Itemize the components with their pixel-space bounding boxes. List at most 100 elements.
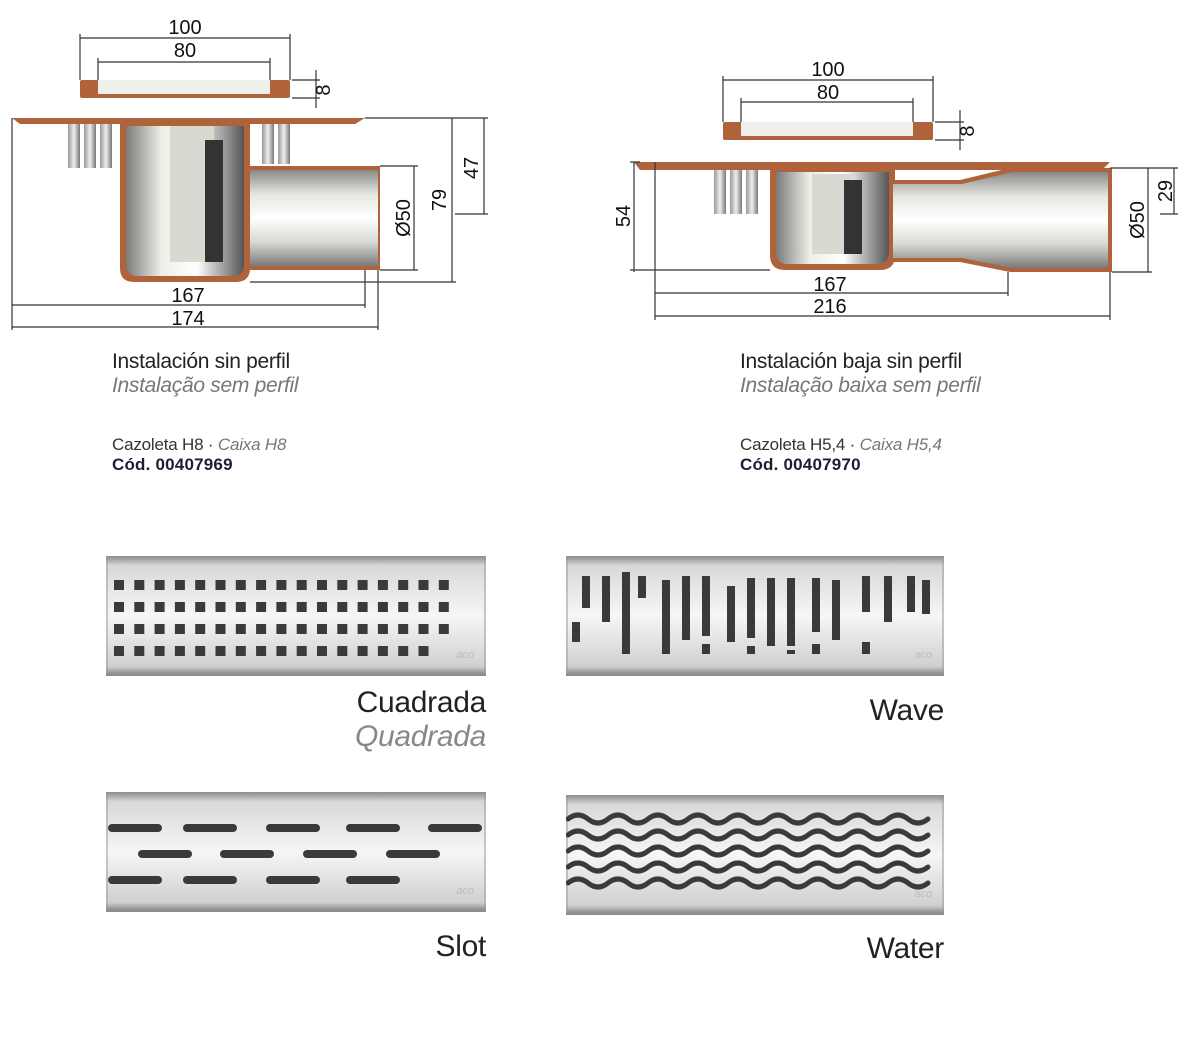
grate-hole — [235, 580, 246, 590]
grate-bar — [662, 628, 670, 654]
product-code: Cód. 00407970 — [740, 455, 861, 474]
grate-slot — [386, 850, 440, 858]
grate-hole — [357, 602, 368, 612]
grate-hole — [114, 646, 124, 656]
grate-hole — [256, 580, 267, 590]
grate-hole — [337, 646, 348, 656]
grate-slot — [138, 850, 192, 858]
grate-wave-line — [566, 876, 931, 890]
grate-bar — [832, 580, 840, 640]
grate-bar — [907, 576, 915, 612]
dim-top-inner: 80 — [174, 40, 196, 62]
grate-hole — [174, 602, 185, 612]
grate-hole — [134, 580, 145, 590]
grate-hole — [296, 602, 307, 612]
grate-hole — [195, 646, 206, 656]
grate-hole — [377, 646, 388, 656]
grate-slot — [346, 876, 400, 884]
grate-slot — [183, 824, 237, 832]
grate-name-es: Water — [866, 932, 945, 965]
grate-bar — [622, 634, 630, 654]
grate-wave-line — [566, 812, 931, 826]
dim-length-inner: 167 — [813, 274, 846, 296]
drain-h54-caption: Instalación baja sin perfil Instalação b… — [740, 350, 981, 398]
grate-hole — [174, 646, 185, 656]
grate-hole — [134, 624, 145, 634]
installation-title-pt: Instalação sem perfil — [112, 374, 299, 397]
dim-top-inner: 80 — [817, 82, 839, 104]
grate-bar — [682, 576, 690, 640]
separator: · — [845, 435, 860, 454]
grate-name-pt: Quadrada — [354, 720, 486, 753]
grate-hole — [215, 580, 226, 590]
grate-hole — [276, 624, 287, 634]
installation-title-pt: Instalação baixa sem perfil — [740, 374, 981, 397]
grate-hole — [377, 580, 388, 590]
dim-depth-left: 54 — [613, 205, 635, 227]
grate-hole — [195, 602, 206, 612]
product-name-pt: Caixa H5,4 — [859, 435, 942, 454]
grate-hole — [438, 624, 449, 634]
grate-hole — [195, 624, 206, 634]
grate-hole — [114, 624, 124, 634]
dim-length-total: 216 — [813, 296, 846, 318]
grate-cuadrada-label: Cuadrada Quadrada — [286, 686, 486, 754]
grate-hole — [114, 602, 124, 612]
product-name: Cazoleta H5,4 · Caixa H5,4 — [740, 435, 942, 455]
drain-h8-technical-drawing: 100 80 8 47 79 Ø50 167 174 — [11, 17, 488, 330]
grate-slot — [266, 824, 320, 832]
dim-grate-height: 8 — [957, 125, 979, 136]
grate-bar — [702, 644, 710, 654]
grate-bar — [702, 576, 710, 636]
grate-cuadrada-image: aco — [106, 556, 486, 676]
grate-hole — [154, 602, 165, 612]
product-name-pt: Caixa H8 — [217, 435, 287, 454]
grate-name-es: Slot — [435, 930, 487, 963]
dim-depth-upper: 47 — [461, 157, 483, 179]
grate-bar — [787, 650, 795, 654]
drain-h54-product: Cazoleta H5,4 · Caixa H5,4 Cód. 00407970 — [740, 435, 942, 475]
grate-bar — [747, 578, 755, 638]
separator: · — [203, 435, 218, 454]
grate-hole — [114, 580, 124, 590]
grate-water-label: Water — [744, 932, 945, 966]
grate-slot — [266, 876, 320, 884]
grate-hole — [134, 602, 145, 612]
grate-bar — [787, 578, 795, 646]
dim-length-inner: 167 — [171, 285, 204, 307]
dim-length-total: 174 — [171, 308, 204, 330]
grate-slot — [346, 824, 400, 832]
grate-bar — [812, 644, 820, 654]
grate-hole — [174, 624, 185, 634]
grate-hole — [357, 624, 368, 634]
grate-hole — [235, 646, 246, 656]
installation-title-es: Instalación sin perfil — [112, 350, 290, 373]
grate-hole — [215, 624, 226, 634]
grate-bar — [622, 572, 630, 642]
dim-top-outer: 100 — [168, 17, 201, 39]
grate-hole — [215, 646, 226, 656]
grate-slot-image: aco — [106, 792, 486, 912]
grate-hole — [418, 646, 429, 656]
grate-bar — [727, 586, 735, 642]
aco-logo: aco — [456, 885, 474, 897]
grate-hole — [398, 580, 409, 590]
grate-hole — [174, 580, 185, 590]
product-name-es: Cazoleta H5,4 — [740, 435, 846, 454]
grate-hole — [256, 646, 267, 656]
aco-logo: aco — [914, 888, 932, 900]
dim-grate-height: 8 — [313, 84, 335, 95]
grate-wave-image: aco — [566, 556, 944, 676]
grate-name-es: Wave — [869, 694, 945, 727]
grate-hole — [398, 602, 409, 612]
grate-hole — [418, 580, 429, 590]
grate-bar — [638, 576, 646, 598]
product-name-es: Cazoleta H8 — [112, 435, 204, 454]
grate-hole — [256, 624, 267, 634]
grate-hole — [296, 624, 307, 634]
dim-depth-right: 29 — [1155, 180, 1177, 202]
dim-top-outer: 100 — [811, 59, 844, 81]
grate-hole — [317, 646, 327, 656]
product-name: Cazoleta H8 · Caixa H8 — [112, 435, 286, 455]
grate-slot — [108, 876, 162, 884]
